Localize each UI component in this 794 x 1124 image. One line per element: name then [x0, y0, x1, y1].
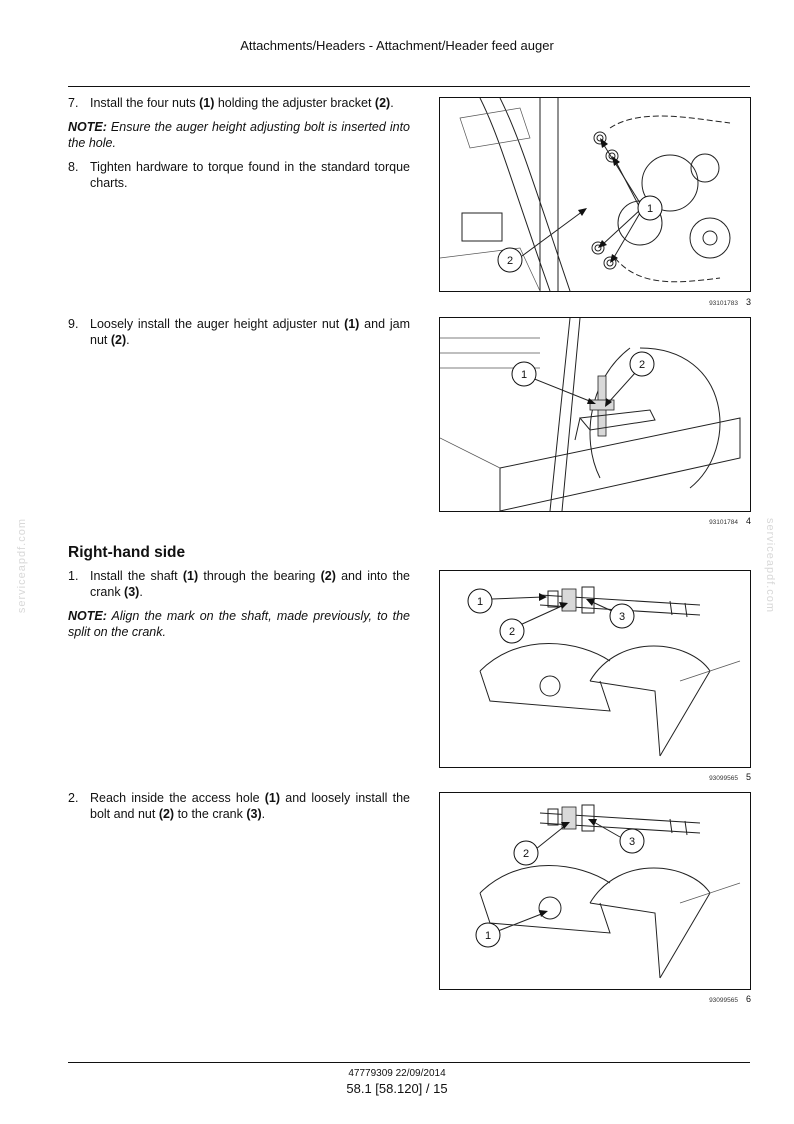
figure-4-adjuster-nut: 1 2: [439, 317, 751, 512]
figure-5-caption: 93099565 5: [439, 772, 751, 782]
watermark-right: serviceapdf.com: [764, 518, 776, 614]
callout-1-label: 1: [647, 203, 653, 215]
callout-2-label: 2: [507, 255, 513, 267]
callout-1: [637, 195, 663, 221]
step-7: 7. Install the four nuts (1) holding the…: [68, 96, 394, 110]
figure-number: 5: [745, 772, 751, 782]
section-heading-right-hand-side: Right-hand side: [68, 544, 186, 561]
note-auger-bolt: NOTE: Ensure the auger height adjusting …: [68, 120, 410, 150]
page-header-title: Attachments/Headers - Attachment/Header …: [240, 38, 554, 53]
figure-code: 93101784: [709, 519, 738, 526]
figure-number: 4: [745, 516, 751, 526]
figure-6-access-hole: 1 2 3: [439, 792, 751, 990]
figure-number: 3: [745, 297, 751, 307]
figure-3-caption: 93101783 3: [439, 297, 751, 307]
callout-1: [511, 361, 537, 387]
figure-number: 6: [745, 994, 751, 1004]
callout-2: [513, 840, 539, 866]
callout-1: [475, 922, 501, 948]
callout-2-label: 2: [639, 359, 645, 371]
callout-1: [467, 588, 493, 614]
callout-2-label: 2: [509, 626, 515, 638]
callout-3: [619, 828, 645, 854]
figure-3-illustration: 1 2: [440, 98, 731, 291]
rh-step-1-block: 1. Install the shaft (1) through the bea…: [68, 568, 410, 648]
step-number: 7.: [68, 96, 79, 110]
figure-4-illustration: 1 2: [440, 318, 741, 511]
step-9: 9. Loosely install the auger height adju…: [68, 317, 410, 347]
figure-6-illustration: 1 2 3: [475, 804, 741, 979]
step-8: 8. Tighten hardware to torque found in t…: [68, 160, 410, 190]
figure-4-caption: 93101784 4: [439, 516, 751, 526]
note-align-mark: NOTE: Align the mark on the shaft, made …: [68, 609, 410, 639]
callout-2: [499, 618, 525, 644]
steps-7-8: 7. Install the four nuts (1) holding the…: [68, 95, 410, 199]
step-9-block: 9. Loosely install the auger height adju…: [68, 316, 410, 356]
rh-step-2-block: 2. Reach inside the access hole (1) and …: [68, 790, 410, 830]
callout-1-label: 1: [485, 930, 491, 942]
footer-page-number: 58.1 [58.120] / 15: [346, 1081, 448, 1096]
step-number: 1.: [68, 569, 79, 583]
callout-2: [629, 351, 655, 377]
step-number: 9.: [68, 317, 79, 331]
callout-3-label: 3: [619, 611, 625, 623]
figure-5-illustration: 1 2 3: [467, 586, 741, 757]
callout-2: [497, 247, 523, 273]
figure-code: 93099565: [709, 997, 738, 1004]
callout-1-label: 1: [521, 369, 527, 381]
footer-doc-code: 47779309 22/09/2014: [348, 1068, 446, 1079]
callout-3: [609, 603, 635, 629]
callout-1-label: 1: [477, 596, 483, 608]
figure-code: 93099565: [709, 775, 738, 782]
figure-code: 93101783: [709, 300, 738, 307]
step-number: 8.: [68, 160, 79, 174]
callout-3-label: 3: [629, 836, 635, 848]
step-number: 2.: [68, 791, 79, 805]
watermark-left: serviceapdf.com: [16, 518, 28, 614]
figure-6-caption: 93099565 6: [439, 994, 751, 1004]
figure-3-adjuster-bracket: 1 2: [439, 97, 751, 292]
figure-5-shaft-bearing: 1 2 3: [439, 570, 751, 768]
rh-step-2: 2. Reach inside the access hole (1) and …: [68, 791, 410, 821]
header-rule: [68, 86, 750, 87]
callout-2-label: 2: [523, 848, 529, 860]
rh-step-1: 1. Install the shaft (1) through the bea…: [68, 569, 410, 599]
footer-rule: [68, 1062, 750, 1063]
